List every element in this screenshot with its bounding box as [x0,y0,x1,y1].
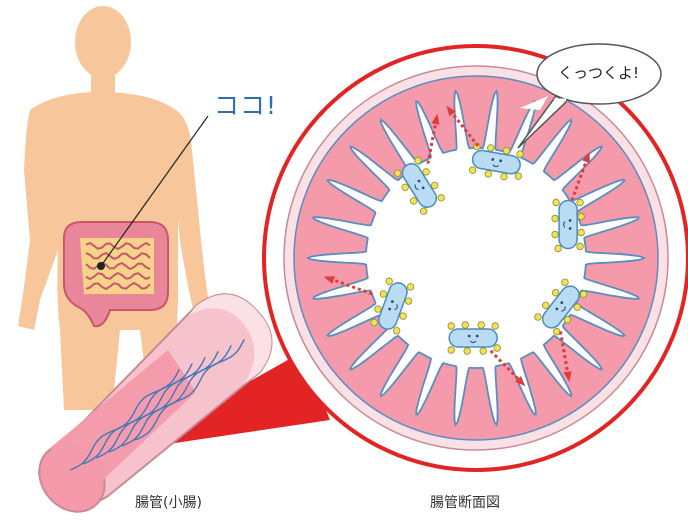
speech-bubble-text: くっつくよ! [558,62,639,83]
pointer-label: ココ! [214,86,277,122]
cross-section-caption: 腸管断面図 [430,492,500,512]
cross-section [264,46,688,470]
tube-caption: 腸管(小腸) [135,492,202,512]
